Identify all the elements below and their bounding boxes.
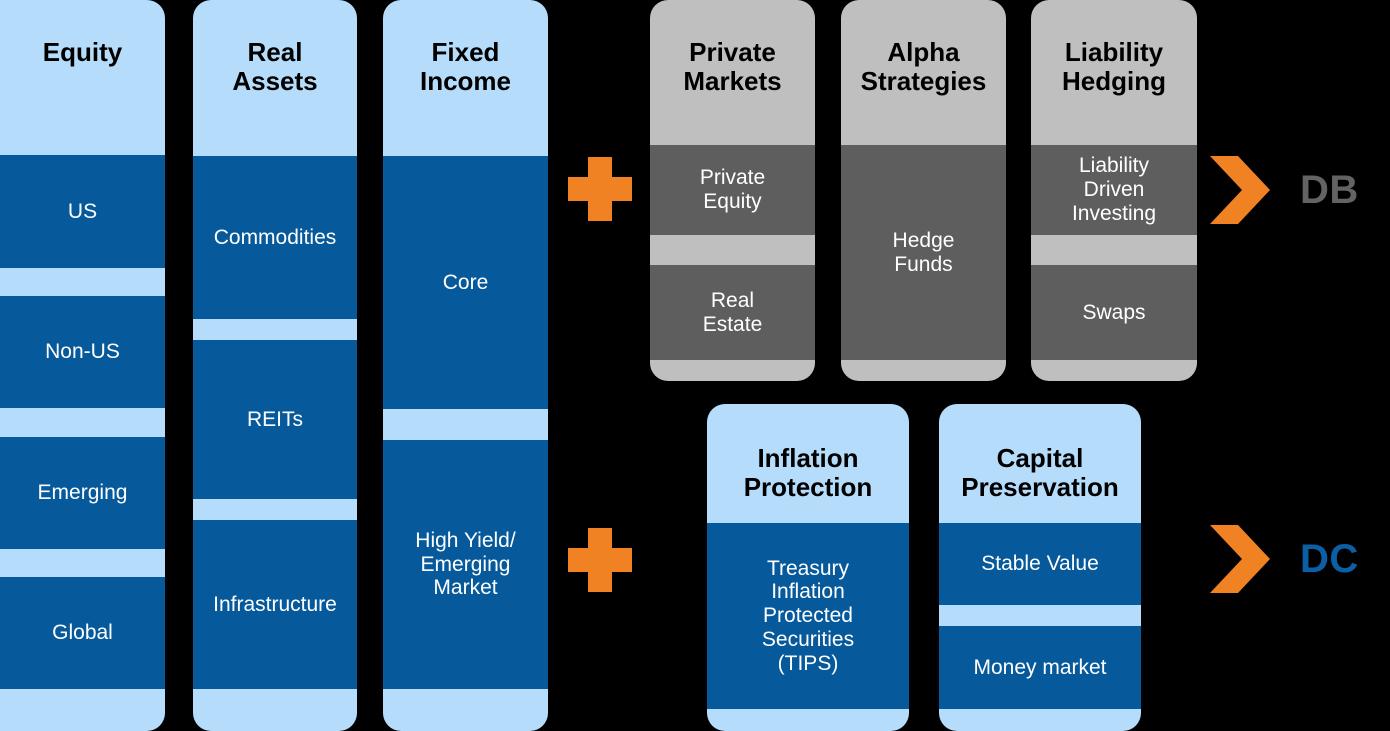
column-alpha-strategies-title: Alpha Strategies (860, 37, 987, 97)
segment-liability-hedging-ldi[interactable]: Liability Driven Investing (1031, 145, 1197, 235)
column-private-markets-title: Private Markets (683, 37, 782, 97)
chevron-right-icon-dc (1210, 525, 1270, 593)
outcome-label-dc: DC (1300, 537, 1359, 581)
column-liability-hedging[interactable]: Liability Hedging Liability Driven Inves… (1031, 0, 1197, 381)
column-inflation-protection[interactable]: Inflation Protection Treasury Inflation … (707, 404, 909, 731)
plus-icon-top (568, 157, 632, 221)
column-real-assets[interactable]: Real Assets Commodities REITs Infrastruc… (193, 0, 357, 731)
segment-liability-hedging-swaps[interactable]: Swaps (1031, 265, 1197, 360)
segment-inflation-protection-tips[interactable]: Treasury Inflation Protected Securities … (707, 523, 909, 709)
outcome-label-db: DB (1300, 168, 1359, 212)
column-equity-title: Equity (42, 37, 123, 67)
column-private-markets[interactable]: Private Markets Private Equity Real Esta… (650, 0, 815, 381)
segment-equity-global[interactable]: Global (0, 577, 165, 689)
column-fixed-income[interactable]: Fixed Income Core High Yield/ Emerging M… (383, 0, 548, 731)
column-inflation-protection-title: Inflation Protection (743, 443, 873, 503)
segment-equity-non-us[interactable]: Non-US (0, 296, 165, 408)
column-fixed-income-title: Fixed Income (419, 37, 512, 97)
segment-capital-preservation-stable-value[interactable]: Stable Value (939, 523, 1141, 605)
chevron-right-icon-db (1210, 156, 1270, 224)
segment-real-assets-commodities[interactable]: Commodities (193, 156, 357, 319)
column-capital-preservation-title: Capital Preservation (961, 443, 1119, 503)
segment-alpha-strategies-hedge-funds[interactable]: Hedge Funds (841, 145, 1006, 360)
segment-private-markets-real-estate[interactable]: Real Estate (650, 265, 815, 360)
segment-fixed-income-high-yield-em[interactable]: High Yield/ Emerging Market (383, 440, 548, 689)
segment-equity-emerging[interactable]: Emerging (0, 437, 165, 549)
column-equity[interactable]: Equity US Non-US Emerging Global (0, 0, 165, 731)
column-capital-preservation[interactable]: Capital Preservation Stable Value Money … (939, 404, 1141, 731)
column-alpha-strategies[interactable]: Alpha Strategies Hedge Funds (841, 0, 1006, 381)
segment-real-assets-infrastructure[interactable]: Infrastructure (193, 520, 357, 689)
plus-icon-bottom (568, 528, 632, 592)
segment-equity-us[interactable]: US (0, 155, 165, 268)
segment-real-assets-reits[interactable]: REITs (193, 340, 357, 499)
segment-fixed-income-core[interactable]: Core (383, 156, 548, 409)
segment-private-markets-private-equity[interactable]: Private Equity (650, 145, 815, 235)
column-liability-hedging-title: Liability Hedging (1062, 37, 1166, 97)
segment-capital-preservation-money-market[interactable]: Money market (939, 626, 1141, 709)
column-real-assets-title: Real Assets (232, 37, 318, 97)
